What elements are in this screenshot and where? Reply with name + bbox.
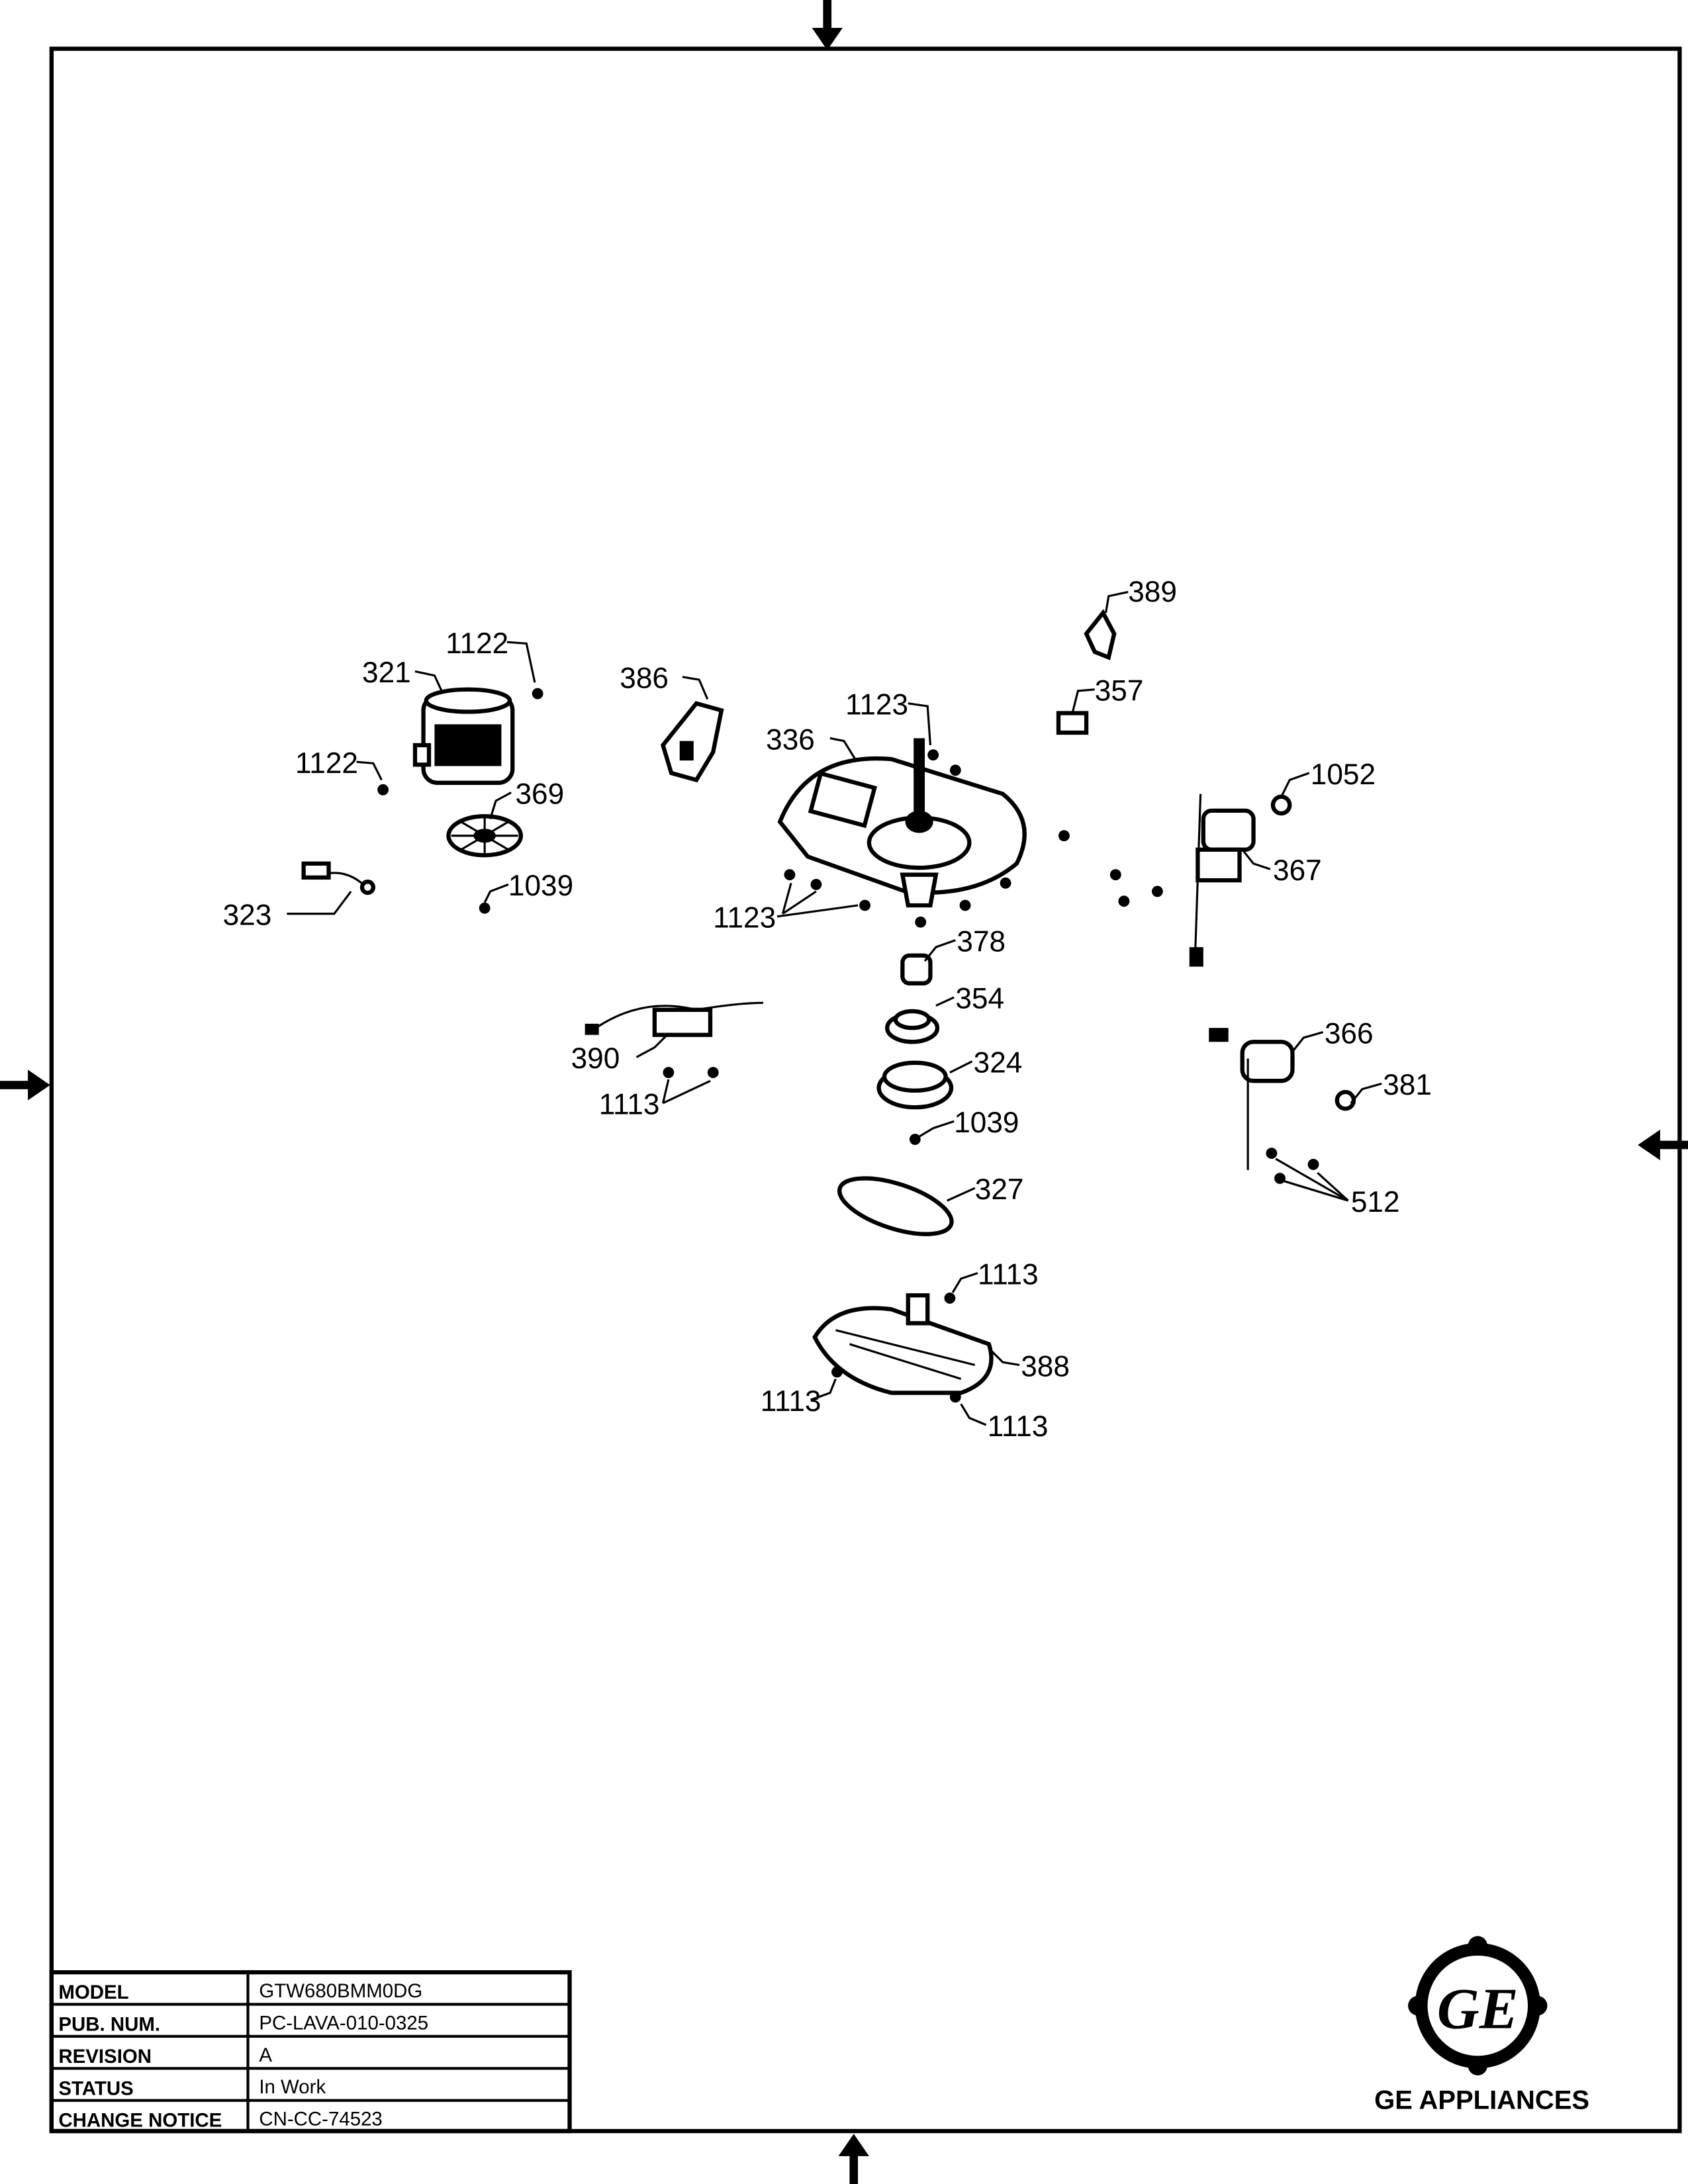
bracket-389 [1084,609,1117,660]
svg-text:GE: GE [1437,1976,1519,2041]
callout-327: 327 [975,1173,1024,1206]
sensor-323 [301,861,376,895]
callout-378: 378 [957,925,1006,958]
pub-num-label: PUB. NUM. [58,2013,160,2035]
top-center-arrow [812,0,843,50]
callout-512: 512 [1351,1186,1400,1218]
callout-336: 336 [766,723,815,756]
callout-1123: 1123 [845,689,908,721]
pub-num-value: PC-LAVA-010-0325 [259,2012,428,2034]
valve-381 [1335,1089,1356,1111]
callout-1113: 1113 [978,1258,1039,1291]
motor-321 [412,687,515,785]
revision-value: A [259,2044,272,2066]
change-notice-value: CN-CC-74523 [259,2109,382,2130]
callout-324: 324 [974,1047,1023,1079]
bottom-center-arrow [838,2134,869,2184]
model-value: GTW680BMM0DG [259,1980,422,2002]
callout-386: 386 [620,662,669,695]
callout-357: 357 [1095,675,1144,707]
revision-label: REVISION [58,2046,152,2068]
callout-1052: 1052 [1311,758,1376,791]
bracket-386 [660,701,724,783]
change-notice-label: CHANGE NOTICE [58,2110,222,2132]
model-label: MODEL [58,1981,128,2003]
callout-367: 367 [1273,854,1322,887]
leader-lines [287,590,1382,1426]
belt-327 [837,1176,954,1236]
callout-354: 354 [955,983,1004,1015]
callout-1123: 1123 [713,902,776,934]
coupler-378 [900,953,933,985]
right-center-arrow [1638,1129,1688,1161]
callout-1113: 1113 [761,1385,821,1418]
callout-369: 369 [515,778,564,810]
callout-323: 323 [223,899,272,931]
pulley-324 [876,1060,954,1110]
callout-1039: 1039 [954,1107,1019,1139]
rotor-369 [446,814,524,858]
left-center-arrow [0,1069,50,1101]
shroud-388 [812,1293,994,1395]
callout-381: 381 [1383,1069,1432,1101]
callout-321: 321 [362,657,411,689]
base-plate-336 [777,738,1027,908]
callout-389: 389 [1128,576,1177,608]
callout-390: 390 [571,1042,620,1075]
ge-logo: GE [1408,1936,1548,2075]
callout-1039: 1039 [508,870,573,902]
drawing-border [49,46,1682,2134]
callout-1122: 1122 [445,627,508,660]
callout-1113: 1113 [599,1089,660,1121]
status-label: STATUS [58,2077,133,2099]
callout-366: 366 [1325,1017,1374,1050]
callout-388: 388 [1021,1350,1070,1383]
gear-354 [885,1009,940,1044]
screws [377,688,1319,1403]
status-value: In Work [259,2076,326,2098]
clip-357 [1056,711,1089,735]
callout-1113: 1113 [988,1410,1049,1443]
brand-name: GE APPLIANCES [1374,2085,1589,2115]
harness-390 [585,1001,763,1037]
title-block: MODEL GTW680BMM0DG PUB. NUM. PC-LAVA-010… [49,1970,572,2134]
pump-366 [1209,1028,1295,1170]
callout-1122: 1122 [295,747,358,780]
